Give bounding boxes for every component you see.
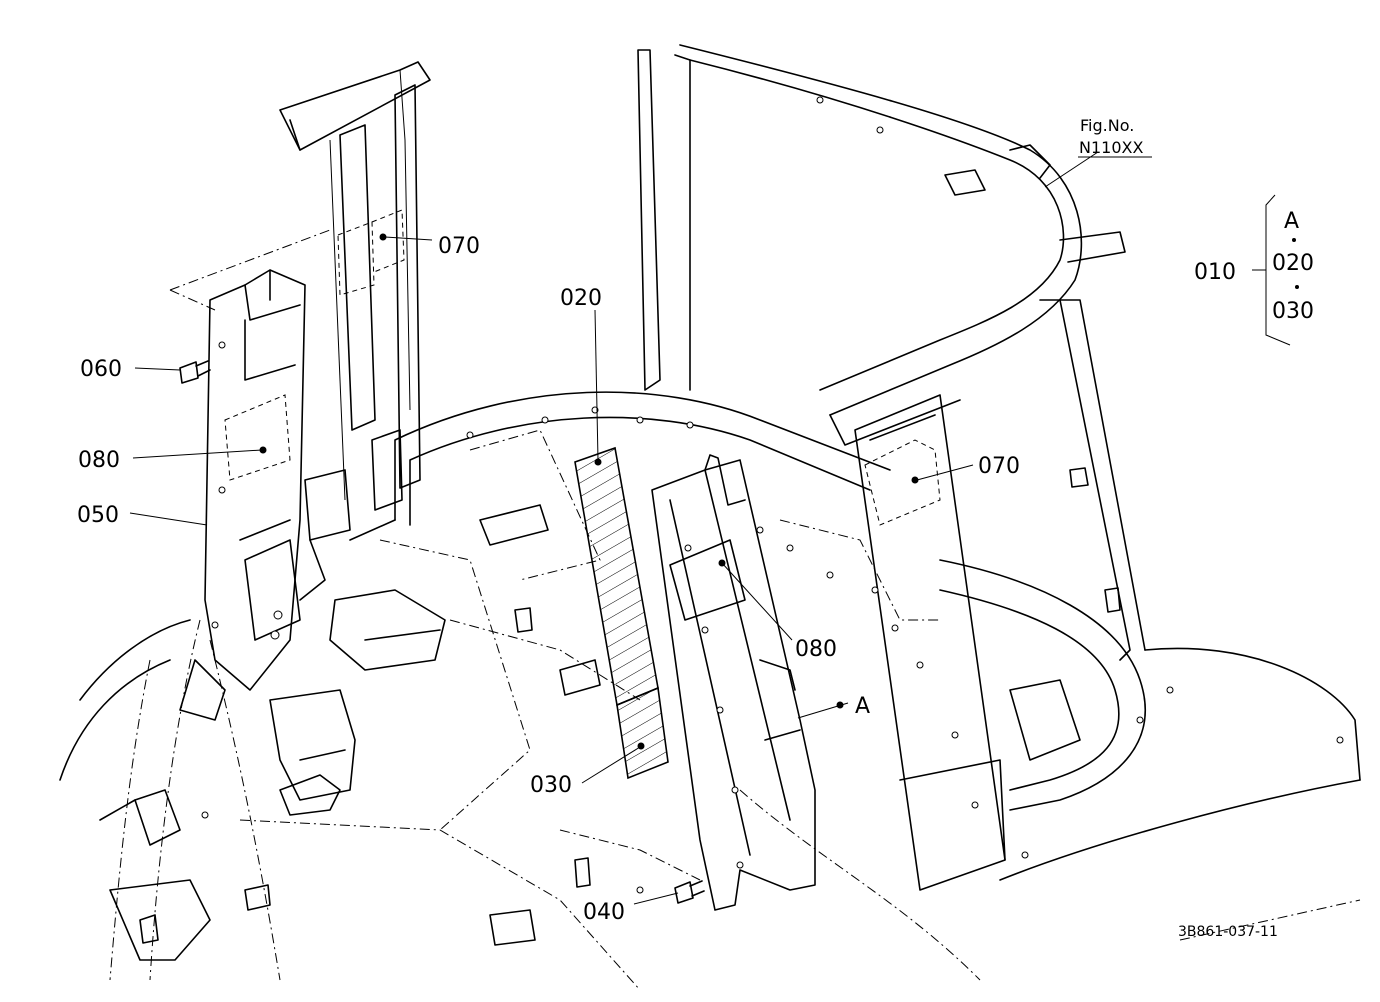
callout-030: 030 <box>530 773 572 798</box>
callout-050: 050 <box>77 503 119 528</box>
callout-060: 060 <box>80 357 122 382</box>
figure-ref-label: Fig.No. <box>1080 116 1134 135</box>
callout-080-left: 080 <box>78 448 120 473</box>
callout-010: 010 <box>1194 260 1236 285</box>
callout-labels: 070 020 060 080 050 070 080 A 030 040 01… <box>77 116 1314 940</box>
callout-070-right: 070 <box>978 454 1020 479</box>
part-020-panel <box>574 446 659 707</box>
callout-a-list: A <box>1284 209 1299 234</box>
frame-holes <box>201 96 1344 894</box>
cab-frame-drawing <box>59 44 1361 991</box>
drawing-code: 3B861-037-11 <box>1178 924 1278 940</box>
callout-070-top: 070 <box>438 234 480 259</box>
part-030-panel <box>616 686 669 780</box>
callout-a: A <box>855 694 870 719</box>
callout-020: 020 <box>560 286 602 311</box>
part-a-channel <box>651 454 816 911</box>
part-050-channel <box>204 269 306 691</box>
callout-020-list: 020 <box>1272 251 1314 276</box>
leader-lines <box>129 151 1299 905</box>
callout-040: 040 <box>583 900 625 925</box>
callout-030-list: 030 <box>1272 299 1314 324</box>
figure-ref-number: N110XX <box>1079 138 1143 157</box>
callout-080-right: 080 <box>795 637 837 662</box>
part-040-bolt <box>674 880 705 904</box>
part-060-bolt <box>179 360 211 384</box>
